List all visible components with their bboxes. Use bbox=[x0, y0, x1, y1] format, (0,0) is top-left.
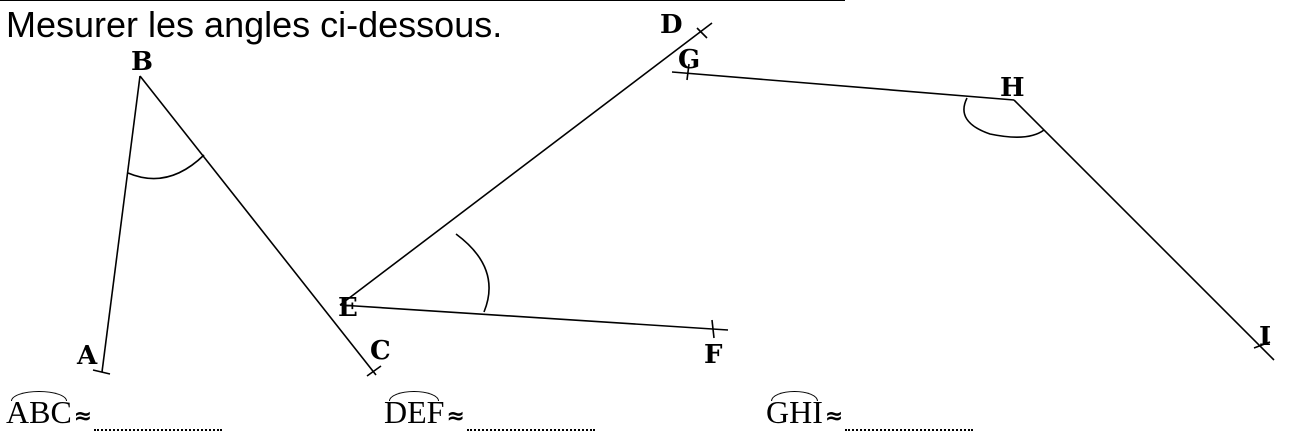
arc-abc bbox=[127, 154, 205, 180]
tick-c bbox=[366, 365, 382, 377]
segment-hg bbox=[671, 71, 1015, 101]
angle-name-ghi: GHI bbox=[766, 391, 823, 431]
angle-abc bbox=[92, 75, 382, 377]
arc-def bbox=[455, 233, 490, 313]
tick-a bbox=[92, 369, 111, 375]
segment-ef bbox=[339, 304, 729, 331]
approx-symbol: ≈ bbox=[824, 404, 844, 429]
arc-ghi bbox=[963, 97, 1045, 138]
instruction-text: Mesurer les angles ci-dessous. bbox=[6, 4, 503, 45]
approx-symbol: ≈ bbox=[73, 404, 93, 429]
answer-ghi: GHI≈ bbox=[766, 391, 974, 431]
label-e: E bbox=[338, 293, 358, 323]
angle-def bbox=[339, 22, 729, 339]
answer-blank-ghi[interactable] bbox=[845, 403, 974, 431]
label-f: F bbox=[704, 340, 723, 370]
angle-name-abc: ABC bbox=[6, 391, 72, 431]
approx-symbol: ≈ bbox=[446, 404, 465, 429]
label-b: B bbox=[131, 47, 153, 77]
tick-d bbox=[696, 27, 708, 39]
answer-abc: ABC≈ bbox=[6, 391, 223, 431]
tick-g bbox=[686, 63, 690, 81]
label-c: C bbox=[370, 336, 391, 366]
segment-bc bbox=[139, 75, 377, 376]
point-labels: B A C D E F G H I bbox=[76, 10, 1271, 371]
segment-ba bbox=[101, 75, 141, 373]
label-a: A bbox=[76, 341, 98, 371]
answer-def: DEF≈ bbox=[384, 391, 595, 431]
label-d: D bbox=[660, 10, 683, 40]
label-g: G bbox=[678, 45, 700, 75]
label-h: H bbox=[1000, 73, 1025, 103]
answer-blank-abc[interactable] bbox=[94, 403, 223, 431]
top-rule bbox=[0, 0, 845, 1]
tick-i bbox=[1253, 341, 1271, 349]
segment-hi bbox=[1013, 99, 1275, 361]
angle-ghi bbox=[671, 63, 1275, 361]
answer-blank-def[interactable] bbox=[466, 403, 595, 431]
tick-f bbox=[711, 319, 715, 339]
angle-name-def: DEF bbox=[384, 391, 444, 431]
segment-ed bbox=[339, 22, 713, 306]
label-i: I bbox=[1259, 322, 1271, 352]
